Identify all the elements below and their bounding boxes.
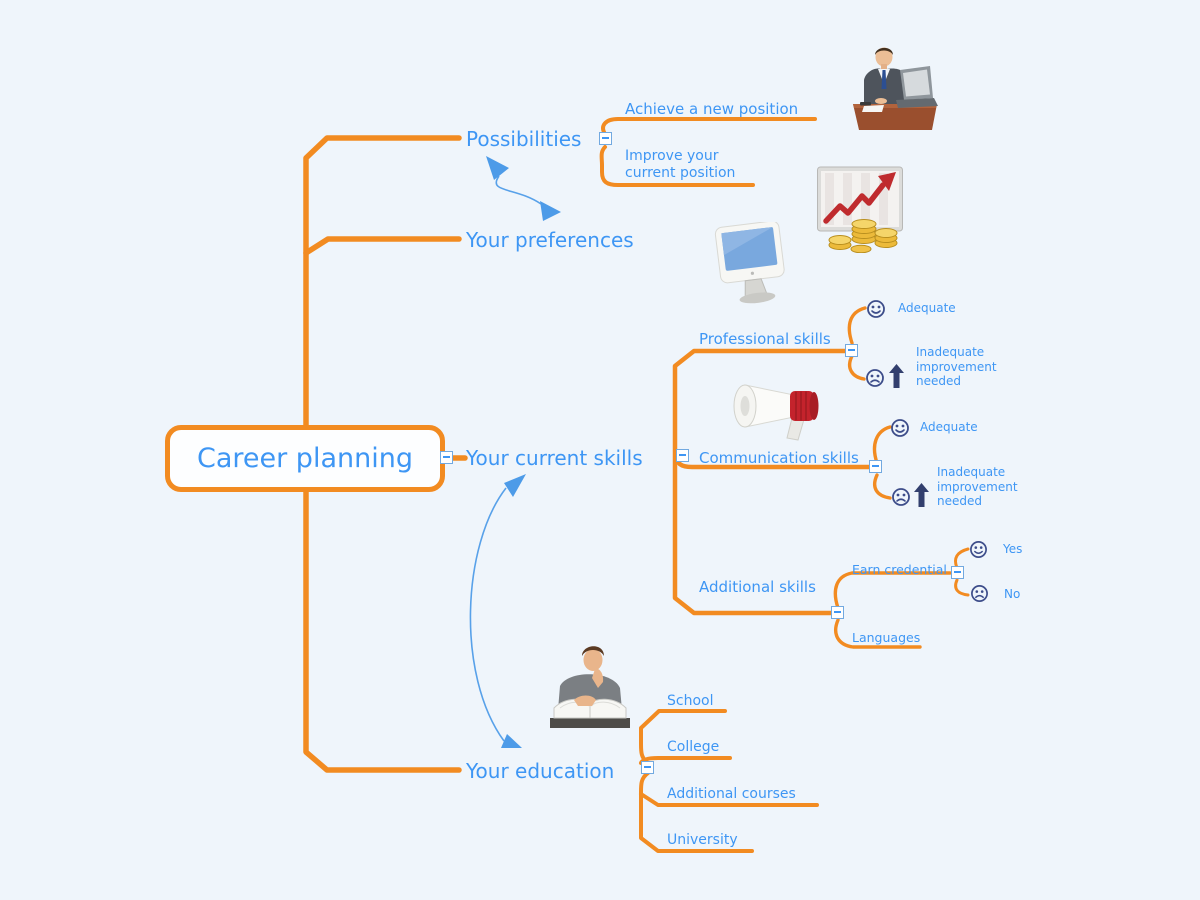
leaf-yes[interactable]: Yes [1003, 542, 1023, 556]
collapse-icon-professional-skills[interactable] [845, 344, 858, 357]
computer-monitor-image[interactable] [705, 222, 795, 308]
subtopic-achieve-new-position[interactable]: Achieve a new position [625, 100, 799, 118]
arrowhead-icon [504, 474, 526, 497]
happy-face-icon [970, 541, 987, 558]
topic-your-education[interactable]: Your education [466, 759, 615, 783]
subtopic-university[interactable]: University [667, 832, 738, 848]
arrowhead-icon [486, 156, 509, 180]
sad-face-icon [866, 369, 884, 387]
collapse-icon-earn-credential[interactable] [951, 566, 964, 579]
up-arrow-icon [914, 483, 929, 507]
leaf-professional-adequate[interactable]: Adequate [898, 301, 956, 315]
leaf-languages[interactable]: Languages [852, 630, 921, 645]
arrowhead-icon [540, 201, 561, 221]
collapse-icon-your-education[interactable] [641, 761, 654, 774]
happy-face-icon [891, 419, 909, 437]
relation-arrow-possibilities-preferences[interactable] [486, 156, 561, 221]
sad-face-icon [971, 585, 988, 602]
leaf-earn-credential[interactable]: Earn credential [852, 562, 947, 577]
collapse-icon-additional-skills[interactable] [831, 606, 844, 619]
root-topic-label: Career planning [197, 443, 413, 474]
leaf-no[interactable]: No [1004, 587, 1021, 601]
topic-possibilities[interactable]: Possibilities [466, 127, 582, 151]
collapse-icon-communication-skills[interactable] [869, 460, 882, 473]
businessman-at-desk-image[interactable] [852, 42, 938, 132]
topic-your-current-skills[interactable]: Your current skills [466, 446, 643, 470]
student-reading-book-image[interactable] [540, 642, 636, 737]
collapse-icon-root[interactable] [440, 451, 453, 464]
happy-face-icon [867, 300, 885, 318]
up-arrow-icon [889, 364, 904, 388]
megaphone-image[interactable] [732, 382, 828, 444]
subtopic-communication-skills[interactable]: Communication skills [699, 449, 859, 467]
topic-your-preferences[interactable]: Your preferences [466, 228, 634, 252]
growth-chart-with-coins-image[interactable] [817, 165, 911, 253]
subtopic-improve-current-position[interactable]: Improve your current position [625, 148, 736, 182]
sad-face-icon [892, 488, 910, 506]
collapse-icon-possibilities[interactable] [599, 132, 612, 145]
leaf-professional-inadequate[interactable]: Inadequate improvement needed [916, 345, 997, 389]
collapse-icon-your-current-skills[interactable] [676, 449, 689, 462]
leaf-communication-adequate[interactable]: Adequate [920, 420, 978, 434]
leaf-communication-inadequate[interactable]: Inadequate improvement needed [937, 465, 1018, 509]
subtopic-college[interactable]: College [667, 739, 720, 755]
subtopic-professional-skills[interactable]: Professional skills [699, 330, 831, 348]
subtopic-school[interactable]: School [667, 693, 714, 709]
root-topic[interactable]: Career planning [165, 425, 445, 492]
arrowhead-icon [501, 734, 522, 748]
relation-arrow-skills-education[interactable] [469, 474, 526, 748]
subtopic-additional-skills[interactable]: Additional skills [699, 578, 816, 596]
subtopic-additional-courses[interactable]: Additional courses [667, 786, 796, 802]
